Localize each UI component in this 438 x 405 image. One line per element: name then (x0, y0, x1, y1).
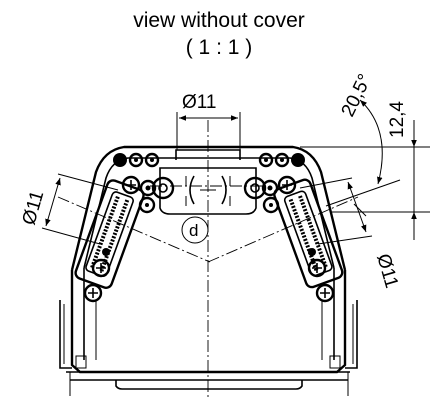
top-clip (159, 149, 257, 215)
dimension-top-width: Ø11 (176, 92, 241, 150)
view-scale: ( 1 : 1 ) (185, 36, 253, 59)
dim-top-width-label: Ø11 (182, 92, 217, 113)
callout-d-label: d (189, 221, 198, 240)
right-pins (243, 152, 335, 303)
left-pins (83, 152, 175, 303)
view-title: view without cover (133, 9, 305, 32)
center-lines (57, 120, 359, 400)
housing-outline (59, 145, 358, 396)
dim-right-diameter-label: Ø11 (372, 252, 402, 291)
dimension-height: 12,4 (332, 101, 430, 240)
callout-d: d (181, 216, 209, 244)
dimension-angle: 20,5° (300, 71, 430, 207)
dim-height-label: 12,4 (387, 101, 408, 138)
dim-left-diameter-label: Ø11 (19, 188, 49, 227)
